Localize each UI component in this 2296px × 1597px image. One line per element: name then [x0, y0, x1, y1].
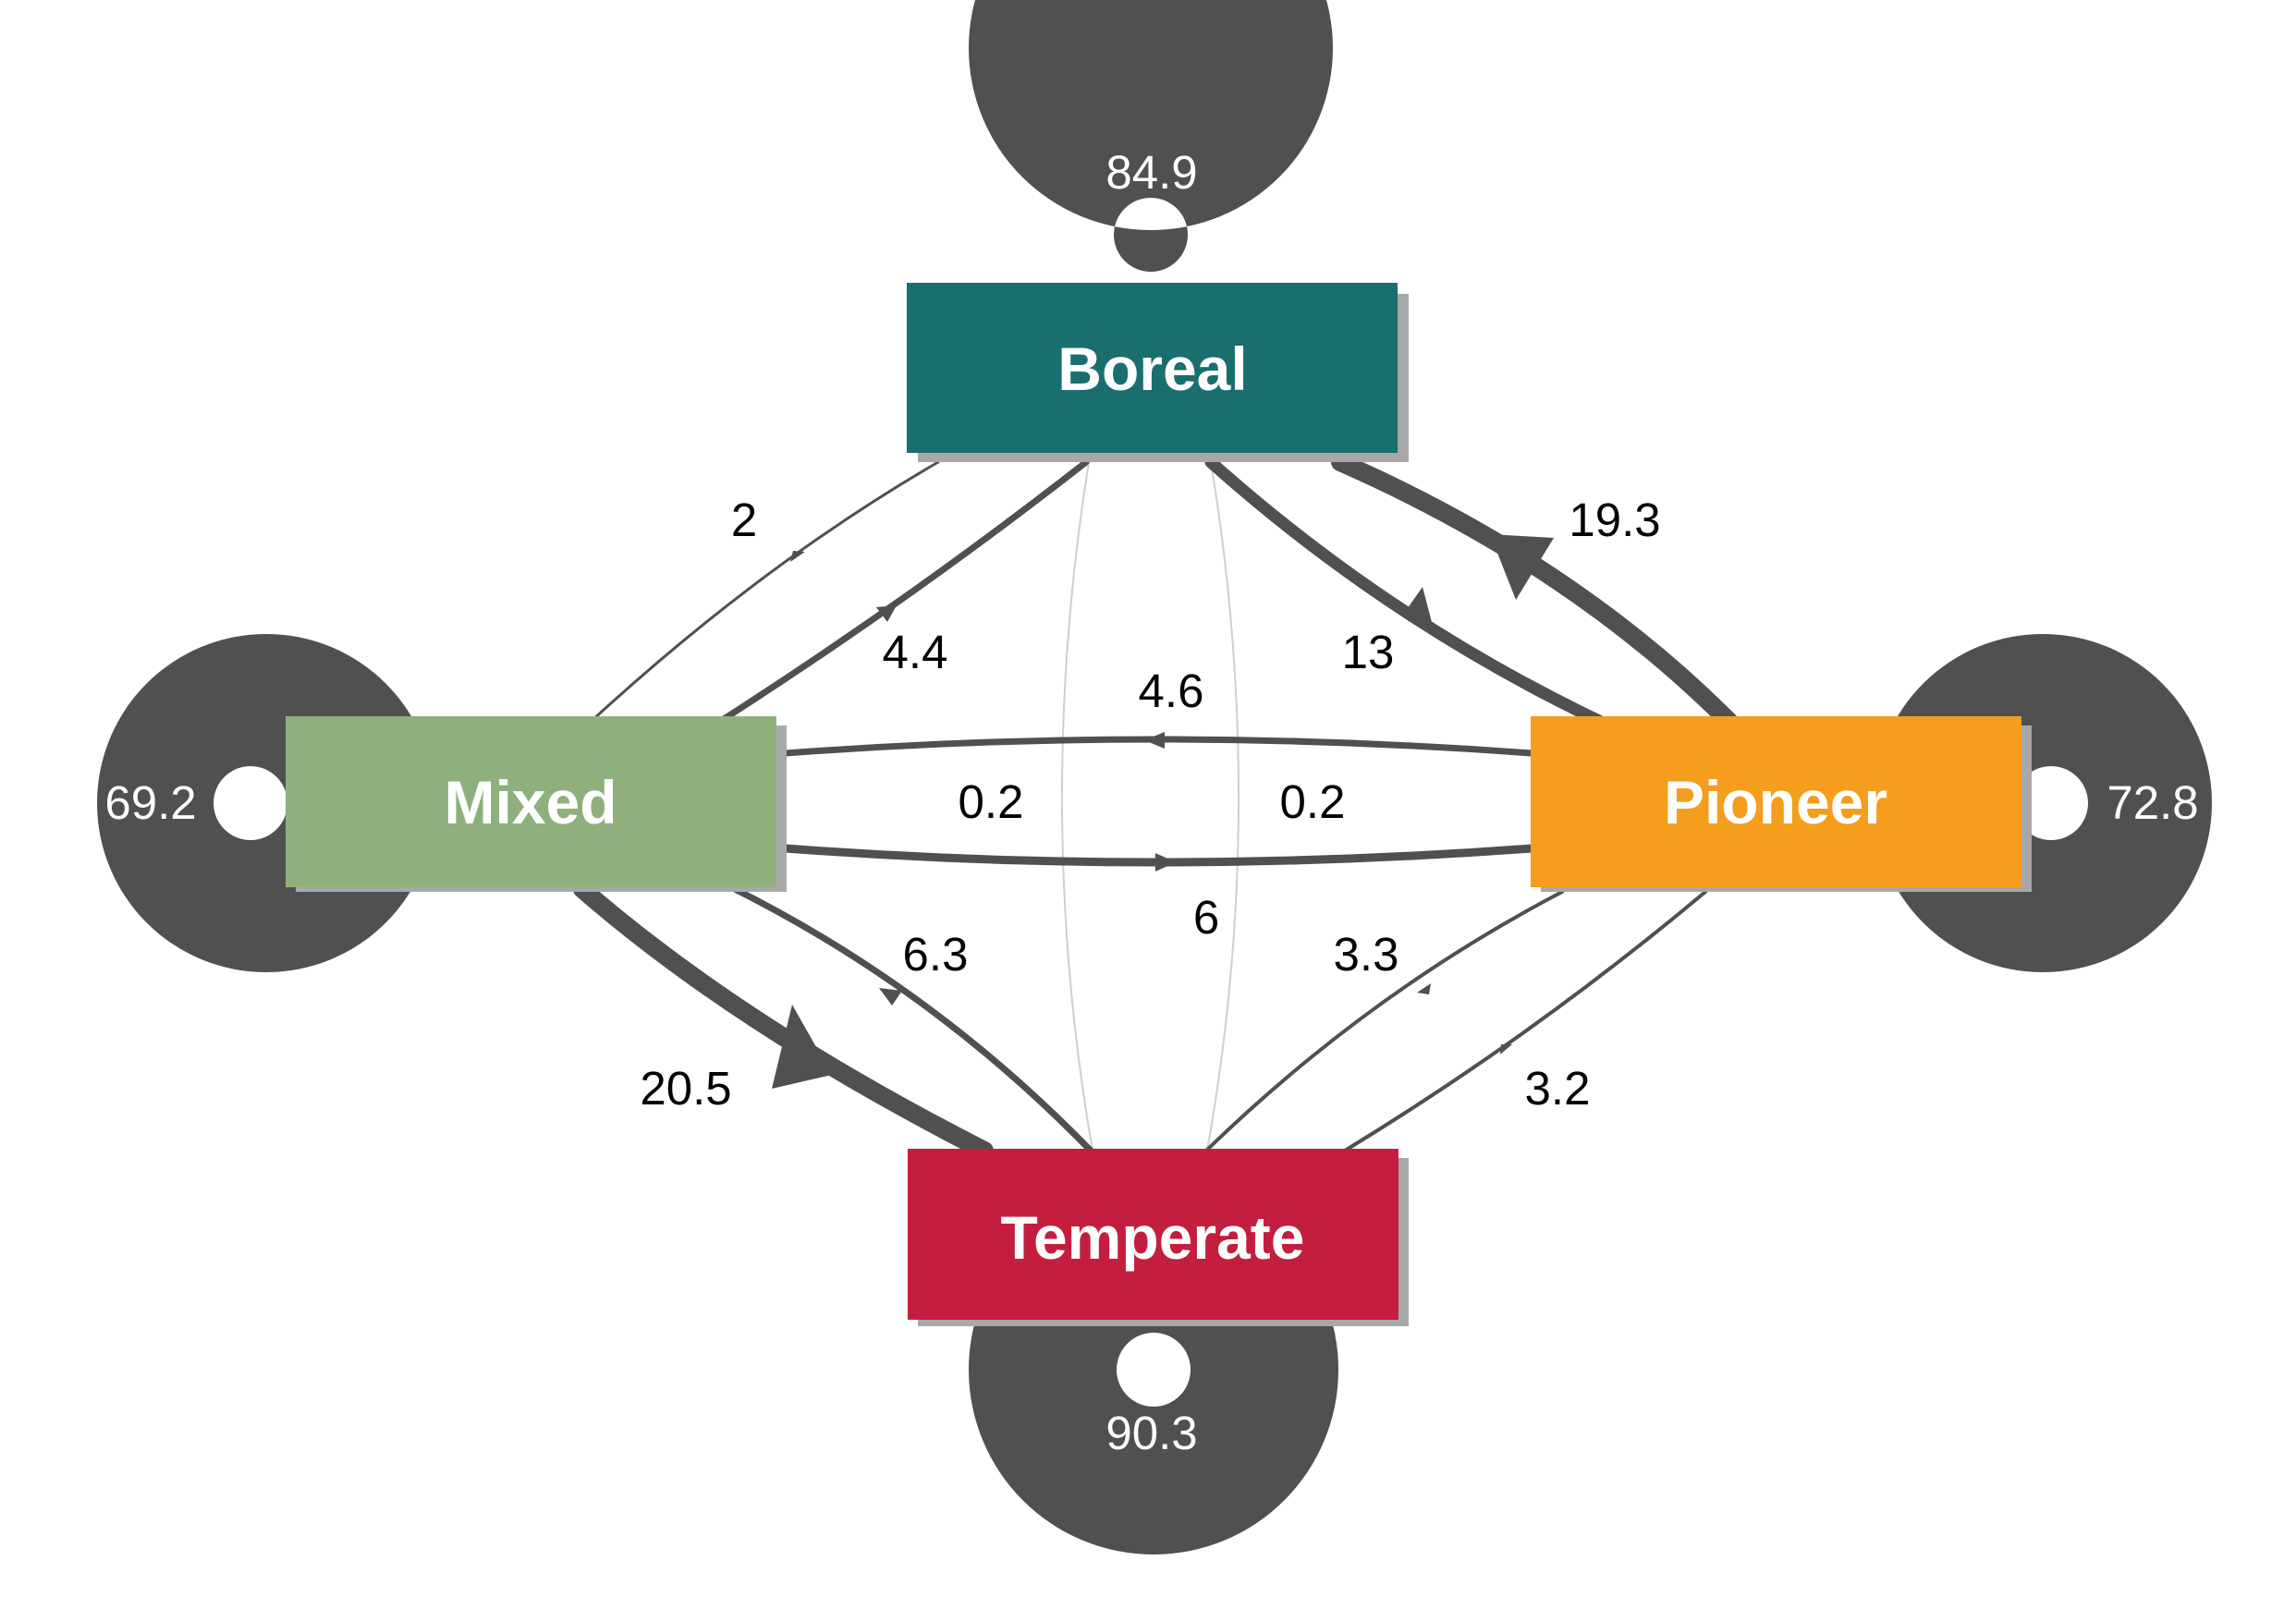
self-loop-label-mixed: 69.2	[104, 776, 196, 829]
self-loop-ring-boreal	[969, 0, 1333, 272]
node-label-mixed: Mixed	[444, 768, 617, 836]
arrowhead-boreal-to-mixed	[876, 605, 897, 622]
self-loop-label-pioneer: 72.8	[2107, 776, 2198, 829]
edge-label-temperate-to-pioneer: 3.2	[1525, 1062, 1591, 1115]
node-box-temperate	[908, 1149, 1398, 1320]
node-mixed: Mixed	[286, 716, 787, 892]
edge-label-mixed-to-pioneer: 6	[1193, 891, 1219, 944]
arrowhead-pioneer-to-boreal	[1490, 534, 1554, 600]
node-box-mixed	[286, 716, 776, 887]
node-label-temperate: Temperate	[1001, 1203, 1305, 1272]
edge-temperate-to-mixed	[731, 885, 1094, 1154]
arrowhead-pioneer-to-mixed	[1144, 732, 1165, 749]
arrowhead-mixed-to-temperate	[772, 1005, 832, 1089]
arrowhead-mixed-to-pioneer	[1155, 853, 1176, 872]
arrowhead-temperate-to-pioneer	[1500, 1044, 1512, 1055]
self-loop-boreal	[969, 0, 1333, 272]
edge-temperate-to-boreal	[1206, 461, 1240, 1152]
edge-label-mixed-to-boreal: 2	[731, 494, 757, 546]
node-pioneer: Pioneer	[1531, 716, 2032, 892]
node-box-pioneer	[1531, 716, 2021, 887]
edge-label-pioneer-to-mixed: 4.6	[1139, 664, 1204, 717]
edge-label-boreal-to-pioneer: 13	[1342, 626, 1395, 678]
node-label-pioneer: Pioneer	[1664, 768, 1887, 836]
arrowhead-pioneer-to-temperate	[1417, 983, 1431, 994]
node-box-boreal	[907, 283, 1398, 453]
edge-label-boreal-to-mixed: 4.4	[883, 626, 948, 678]
arrowhead-boreal-to-pioneer	[1405, 587, 1433, 626]
edge-pioneer-to-boreal	[1331, 453, 1738, 730]
node-label-boreal: Boreal	[1057, 335, 1247, 403]
arrowhead-mixed-to-boreal	[790, 551, 805, 562]
edge-label-boreal-to-temperate: 0.2	[959, 775, 1024, 828]
edge-label-pioneer-to-boreal: 19.3	[1569, 494, 1660, 546]
edge-label-pioneer-to-temperate: 3.3	[1334, 928, 1399, 981]
edge-boreal-to-pioneer	[1204, 456, 1606, 727]
edge-mixed-to-temperate	[573, 880, 994, 1160]
edge-pioneer-to-temperate	[1204, 890, 1564, 1152]
edge-label-temperate-to-boreal: 0.2	[1280, 775, 1346, 828]
edge-label-temperate-to-mixed: 6.3	[903, 928, 969, 981]
node-temperate: Temperate	[908, 1149, 1409, 1326]
arrowhead-temperate-to-mixed	[879, 988, 902, 1006]
self-loop-label-boreal: 84.9	[1105, 146, 1197, 199]
self-loop-label-temperate: 90.3	[1105, 1407, 1197, 1459]
edge-temperate-to-pioneer	[1343, 890, 1707, 1152]
edge-boreal-to-temperate	[1061, 461, 1093, 1152]
edge-label-mixed-to-temperate: 20.5	[640, 1062, 731, 1115]
edge-boreal-to-mixed	[717, 458, 1090, 725]
edge-mixed-to-boreal	[590, 460, 940, 723]
node-boreal: Boreal	[907, 283, 1409, 462]
